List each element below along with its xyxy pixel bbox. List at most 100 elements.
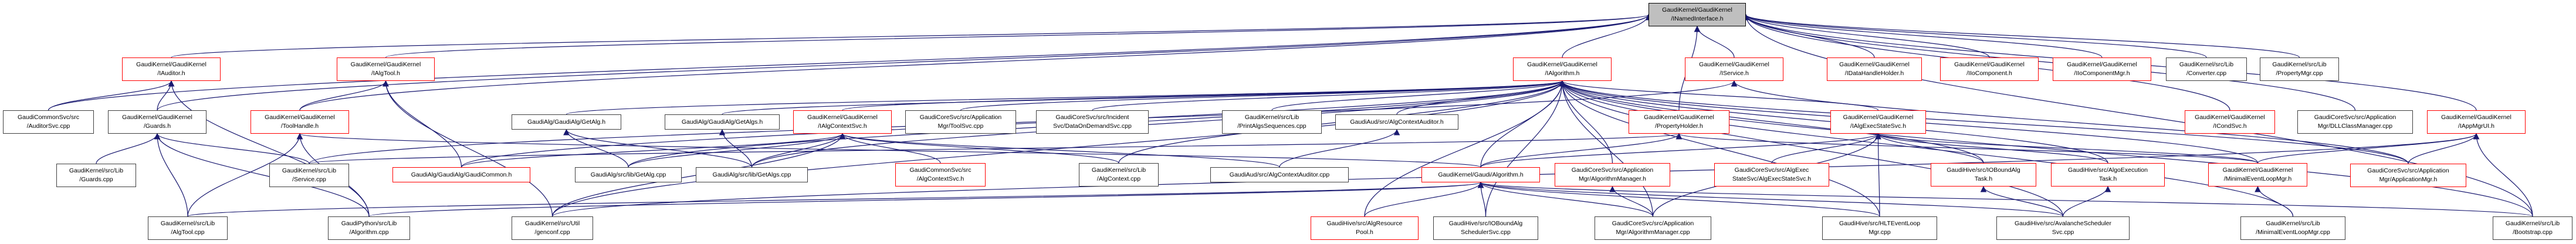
edge-PyAlgorithmCpp-to-IAuditor xyxy=(168,80,370,217)
edge-PyAlgorithmCpp-to-Guards xyxy=(154,133,370,217)
node-algcontextauditor-h[interactable]: GaudiAud/src/AlgContextAuditor.h xyxy=(1335,114,1458,130)
node-getalg-cpp[interactable]: GaudiAlg/src/lib/GetAlg.cpp xyxy=(575,167,682,182)
edge-GaudiAlgorithmH-to-ToolHandle xyxy=(297,133,1481,168)
node-ialgcontextsvc-h[interactable]: GaudiKernel/GaudiKernel /IAlgContextSvc.… xyxy=(793,110,892,134)
edge-Bootstrap-to-root xyxy=(1742,13,2533,217)
edge-ToolHandle-to-IAlgTool xyxy=(299,80,389,111)
edge-GaudiAlgorithmH-to-PropertyHolder xyxy=(1480,133,1683,168)
edge-Bootstrap-to-IAlgorithm xyxy=(1559,80,2533,217)
edge-GaudiAlgorithmH-to-IAlgExecStateSvc xyxy=(1480,133,1881,168)
node-service-cpp[interactable]: GaudiKernel/src/Lib /Service.cpp xyxy=(269,164,349,187)
node-algcontext-cpp[interactable]: GaudiKernel/src/Lib /AlgContext.cpp xyxy=(1079,163,1159,187)
node-avalancheschedulersvc-cpp[interactable]: GaudiHive/src/AvalancheScheduler Svc.cpp xyxy=(1996,216,2130,240)
node-algtool-cpp[interactable]: GaudiKernel/src/Lib /AlgTool.cpp xyxy=(148,216,228,240)
edge-AuditorSvc-to-IAuditor xyxy=(48,80,175,111)
edge-AlgToolCpp-to-Guards xyxy=(154,133,188,217)
node-gaudi-algorithm-h[interactable]: GaudiKernel/Gaudi/Algorithm.h xyxy=(1421,167,1540,182)
node-dataondemandsvc-cpp[interactable]: GaudiCoreSvc/src/Incident Svc/DataOnDema… xyxy=(1036,110,1149,134)
edge-AlgExecStateSvcH-to-IAlgExecStateSvc xyxy=(1771,133,1881,164)
edge-IAlgorithm-to-root xyxy=(1562,13,1652,58)
node-propertymgr-cpp[interactable]: GaudiKernel/src/Lib /PropertyMgr.cpp xyxy=(2260,57,2339,81)
edge-PropertyMgr-to-root xyxy=(1742,13,2300,58)
node-ioboundalgtask-h[interactable]: GaudiHive/src/IOBoundAlg Task.h xyxy=(1931,163,2036,187)
edge-MinimalEventLoopMgrCpp-to-IAlgorithm xyxy=(1559,80,2294,217)
node-ialgorithm-h[interactable]: GaudiKernel/GaudiKernel /IAlgorithm.h xyxy=(1513,57,1612,81)
node-auditorsvc-cpp[interactable]: GaudiCommonSvc/src /AuditorSvc.cpp xyxy=(3,110,94,134)
edge-PrintAlgsSequences-to-IAlgorithm xyxy=(1271,80,1566,111)
node-toolsvc-cpp[interactable]: GaudiCoreSvc/src/Application Mgr/ToolSvc… xyxy=(905,110,1016,134)
node-getalg-h[interactable]: GaudiAlg/GaudiAlg/GetAlg.h xyxy=(512,114,621,130)
edge-ApplicationMgrH-to-IAlgorithm xyxy=(1559,80,2409,164)
edge-MinimalEventLoopMgrCpp-to-MinimalEventLoopMgrH xyxy=(2255,185,2294,217)
node-getalgs-cpp[interactable]: GaudiAlg/src/lib/GetAlgs.cpp xyxy=(696,167,808,182)
node-guards-cpp[interactable]: GaudiKernel/src/Lib /Guards.cpp xyxy=(56,164,136,187)
edge-AvalancheSchedulerSvc-to-GaudiAlgorithmH xyxy=(1478,181,2064,217)
edge-AlgResourcePool-to-GaudiAlgorithmH xyxy=(1364,181,1484,217)
node-dllclassmanager-cpp[interactable]: GaudiCoreSvc/src/Application Mgr/DLLClas… xyxy=(2297,110,2413,134)
edge-GetAlgsCpp-to-GetAlgsH xyxy=(719,128,753,168)
node-getalgs-h[interactable]: GaudiAlg/GaudiAlg/GetAlgs.h xyxy=(665,114,780,130)
node-gaudicommon-h[interactable]: GaudiAlg/GaudiAlg/GaudiCommon.h xyxy=(392,167,530,182)
node-ialgexecstatesvc-h[interactable]: GaudiKernel/GaudiKernel /IAlgExecStateSv… xyxy=(1830,110,1926,134)
node-algcontextauditor-cpp[interactable]: GaudiAud/src/AlgContextAuditor.cpp xyxy=(1210,167,1349,182)
edge-genconf-to-IAlgTool xyxy=(382,80,553,217)
edge-HLTEventLoopMgr-to-IAlgorithm xyxy=(1559,80,1880,217)
edge-GetAlgCpp-to-IAlgContextSvc xyxy=(628,133,846,168)
edge-AlgContextSvcH-to-IAlgContextSvc xyxy=(839,133,941,164)
node-algcontextsvc-h[interactable]: GaudiCommonSvc/src /AlgContextSvc.h xyxy=(895,163,986,187)
edge-IAlgTool-to-root xyxy=(385,13,1651,58)
node-minimaleventloopmgr-cpp[interactable]: GaudiKernel/src/Lib /MinimalEventLoopMgr… xyxy=(2240,216,2345,240)
edge-IAuditor-to-root xyxy=(171,13,1651,58)
node-ialgtool-h[interactable]: GaudiKernel/GaudiKernel /IAlgTool.h xyxy=(337,57,435,81)
node-iauditor-h[interactable]: GaudiKernel/GaudiKernel /IAuditor.h xyxy=(122,57,221,81)
edge-GuardsCpp-to-Guards xyxy=(96,133,161,164)
edge-IOBoundAlgTask-to-IAlgorithm xyxy=(1559,80,1984,164)
node-bootstrap-cpp[interactable]: GaudiKernel/src/Lib /Bootstrap.cpp xyxy=(2493,216,2572,240)
node-hlteventloopmgr-cpp[interactable]: GaudiHive/src/HLTEventLoop Mgr.cpp xyxy=(1822,216,1937,240)
node-algexecstatesvc-h[interactable]: GaudiCoreSvc/src/AlgExec StateSvc/AlgExe… xyxy=(1714,163,1829,187)
edge-IOBoundAlgSchedulerSvc-to-GaudiAlgorithmH xyxy=(1477,181,1487,217)
edge-IOBoundAlgTask-to-IAlgExecStateSvc xyxy=(1875,133,1984,164)
node-guards-h[interactable]: GaudiKernel/GaudiKernel /Guards.h xyxy=(108,110,207,134)
edge-AlgResourcePool-to-IAlgorithm xyxy=(1364,80,1566,217)
node-inamedinterface-h[interactable]: GaudiKernel/GaudiKernel /INamedInterface… xyxy=(1648,3,1746,26)
node-iiocomponent-h[interactable]: GaudiKernel/GaudiKernel /IIoComponent.h xyxy=(1940,57,2039,81)
edge-AvalancheSchedulerSvc-to-AlgoExecutionTask xyxy=(2062,185,2111,217)
node-genconf-cpp[interactable]: GaudiKernel/src/Util /genconf.cpp xyxy=(512,216,593,240)
edge-Guards-to-root xyxy=(157,13,1652,111)
edge-AlgContextCpp-to-IAlgContextSvc xyxy=(839,133,1119,164)
edge-AlgContextAuditorCpp-to-AlgContextAuditorH xyxy=(1279,128,1400,168)
node-algorithmmanager-cpp[interactable]: GaudiCoreSvc/src/Application Mgr/Algorit… xyxy=(1595,216,1711,240)
node-icondsvc-h[interactable]: GaudiKernel/GaudiKernel /ICondSvc.h xyxy=(2185,110,2275,134)
node-iiocomponentmgr-h[interactable]: GaudiKernel/GaudiKernel /IIoComponentMgr… xyxy=(2053,57,2151,81)
edge-HLTEventLoopMgr-to-IAlgExecStateSvc xyxy=(1875,133,1881,217)
node-applicationmgr-h[interactable]: GaudiCoreSvc/src/Application Mgr/Applica… xyxy=(2350,164,2466,187)
edge-DataOnDemandSvc-to-IAlgorithm xyxy=(1092,80,1566,111)
node-idatahandleholder-h[interactable]: GaudiKernel/GaudiKernel /IDataHandleHold… xyxy=(1827,57,1922,81)
edge-AuditorSvc-to-root xyxy=(48,13,1651,111)
node-algoexecutiontask-h[interactable]: GaudiHive/src/AlgoExecution Task.h xyxy=(2051,163,2165,187)
edge-GaudiCommon-to-IAlgContextSvc xyxy=(461,133,846,168)
edge-Bootstrap-to-GaudiAlgorithmH xyxy=(1478,181,2533,217)
edge-PyAlgorithmCpp-to-GaudiAlgorithmH xyxy=(368,181,1484,217)
node-propertyholder-h[interactable]: GaudiKernel/GaudiKernel /PropertyHolder.… xyxy=(1629,110,1729,134)
node-algresourcepool-h[interactable]: GaudiHive/src/AlgResource Pool.h xyxy=(1311,216,1419,240)
edge-GaudiCommon-to-IAlgTool xyxy=(382,80,462,168)
node-algorithmmanager-h[interactable]: GaudiCoreSvc/src/Application Mgr/Algorit… xyxy=(1555,163,1670,187)
edge-IService-to-root xyxy=(1694,25,1735,58)
node-iappmgrui-h[interactable]: GaudiKernel/GaudiKernel /IAppMgrUI.h xyxy=(2427,110,2526,134)
node-converter-cpp[interactable]: GaudiKernel/src/Lib /Converter.cpp xyxy=(2166,57,2247,81)
edge-AlgorithmManagerCpp-to-AlgorithmManagerH xyxy=(1609,185,1654,217)
node-ioboundalgschedulersvc-cpp[interactable]: GaudiHive/src/IOBoundAlg SchedulerSvc.cp… xyxy=(1433,216,1538,240)
edge-AlgContextAuditorH-to-IAlgorithm xyxy=(1396,80,1566,115)
node-printalgssequences-cpp[interactable]: GaudiKernel/src/Lib /PrintAlgsSequences.… xyxy=(1222,110,1322,134)
edge-GetAlgH-to-IAlgorithm xyxy=(566,80,1565,115)
node-minimaleventloopmgr-h[interactable]: GaudiKernel/GaudiKernel /MinimalEventLoo… xyxy=(2208,163,2307,187)
node-iservice-h[interactable]: GaudiKernel/GaudiKernel /IService.h xyxy=(1685,57,1783,81)
edge-AvalancheSchedulerSvc-to-IOBoundAlgTask xyxy=(1980,185,2064,217)
edge-AlgContextAuditorCpp-to-IAlgContextSvc xyxy=(839,133,1280,168)
node-gaudipython-algorithm-cpp[interactable]: GaudiPython/src/Lib /Algorithm.cpp xyxy=(328,216,410,240)
node-toolhandle-h[interactable]: GaudiKernel/GaudiKernel /ToolHandle.h xyxy=(251,110,349,134)
